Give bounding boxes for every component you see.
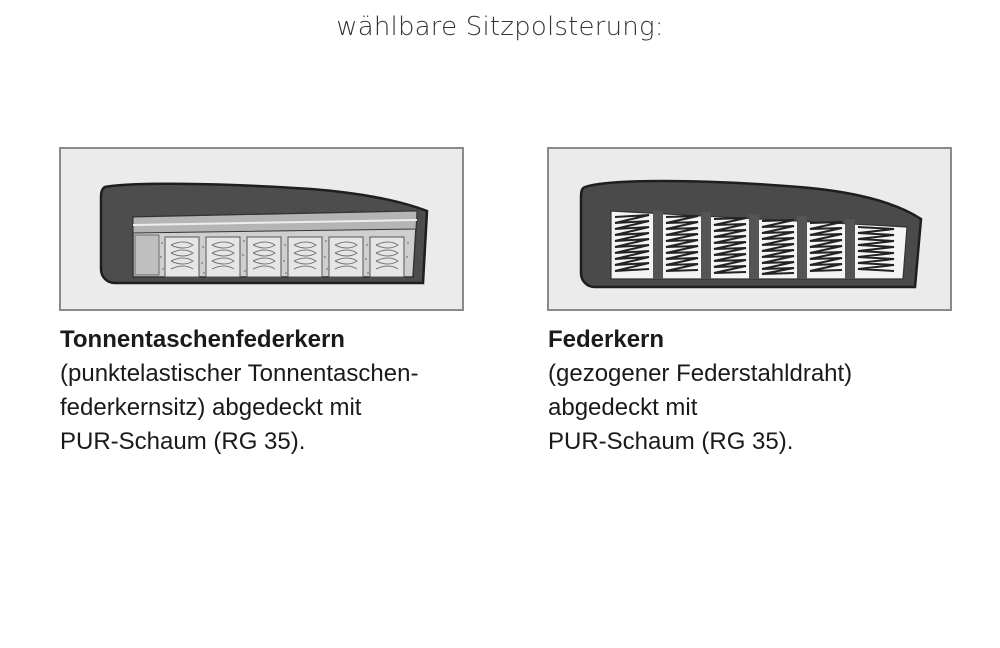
option-description-line: federkernsitz) abgedeckt mit: [60, 394, 362, 421]
option-description-line: (gezogener Federstahldraht): [548, 360, 853, 387]
spring-core-cushion-drawing: [579, 179, 923, 289]
option-title: Tonnentaschenfederkern: [60, 326, 345, 353]
spring-core-illustration: [547, 147, 952, 311]
pocket-springs: [164, 236, 405, 278]
pocket-spring-illustration: [59, 147, 464, 311]
zigzag-springs: [614, 214, 895, 275]
option-description-line: PUR-Schaum (RG 35).: [548, 428, 794, 455]
spring-dividers: [653, 211, 855, 279]
pocket-spring-cushion-drawing: [99, 182, 429, 285]
option-description-line: (punktelastischer Tonnentaschen-: [60, 360, 419, 387]
spring-core-caption: Federkern (gezogener Federstahldraht) ab…: [548, 323, 988, 459]
pocket-spring-caption: Tonnentaschenfederkern (punktelastischer…: [60, 323, 500, 459]
option-title: Federkern: [548, 326, 665, 353]
option-description-line: PUR-Schaum (RG 35).: [60, 428, 306, 455]
option-description-line: abgedeckt mit: [548, 394, 698, 421]
page-heading: wählbare Sitzpolsterung:: [336, 12, 664, 42]
